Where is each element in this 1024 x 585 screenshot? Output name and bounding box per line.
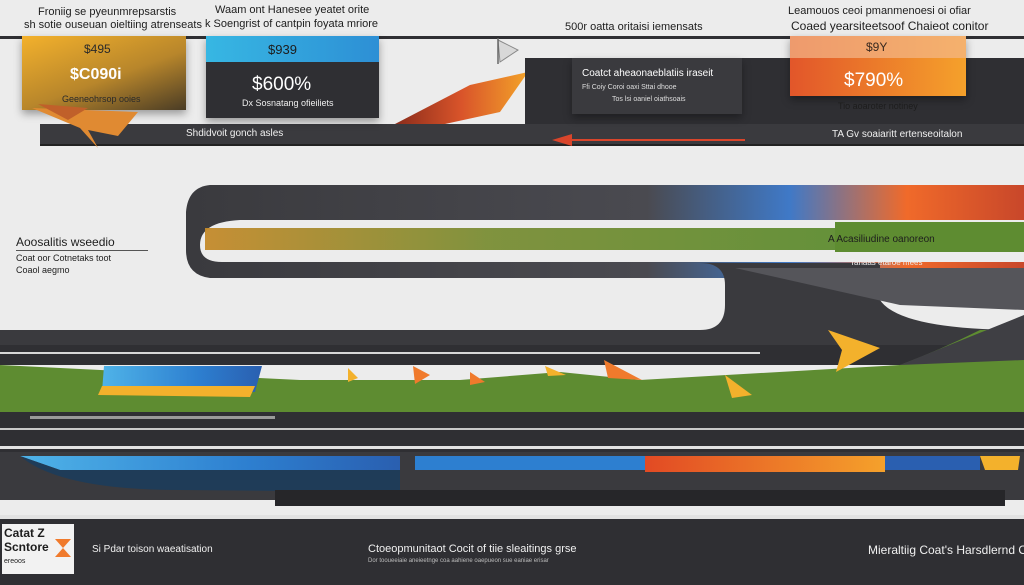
right-heading-2: Coaed yearsiteetsoof Chaieot conitor [791, 19, 989, 33]
info-card-title: Coatct aheaonaeblatiis iraseit [582, 68, 714, 79]
strip-left-label: Shdidvoit gonch asles [186, 128, 284, 139]
center-card-header [206, 36, 379, 62]
info-card[interactable]: Coatct aheaonaeblatiis iraseit Ffi Coiy … [572, 58, 742, 114]
strip-right-label: TA Gv soaiaritt ertenseoitalon [832, 129, 963, 140]
side-line2: Coaol aegmo [16, 265, 70, 275]
left-card-badge: $495 [84, 42, 111, 56]
mid-right-label: A Acasiliudine oanoreon [828, 234, 935, 245]
right-price-card[interactable]: $9Y $790% [790, 36, 966, 96]
center-card-value: $600% [252, 74, 312, 95]
flag-icon [497, 38, 519, 64]
right-card-header [790, 36, 966, 58]
right-card-caption: Tio aoaroter notiney [838, 101, 918, 111]
left-card-value: $C090i [70, 66, 122, 83]
left-card-ribbon [32, 104, 138, 148]
bottom-logo-line1: Catat Z [4, 526, 45, 540]
hourglass-icon [55, 539, 71, 557]
left-heading-2: sh sotie ouseuan oieltiing atrenseats [24, 19, 202, 31]
bottom-center-sub: Dor tooueeiaie aneieetnge coa aahiene oa… [368, 558, 549, 564]
right-heading-1: Leamouos ceoi pmanmenoesi oi ofiar [788, 5, 971, 17]
left-heading-1: Froniig se pyeunmrepsarstis [38, 6, 177, 18]
bottom-right-caption: Mieraltiig Coat's Harsdlernd Od [868, 543, 1024, 557]
side-title: Aoosalitis wseedio [16, 235, 115, 249]
side-divider [16, 250, 148, 251]
bottom-center-caption: Ctoeopmunitaot Cocit of tiie sleaitings … [368, 543, 577, 555]
left-price-card[interactable]: $495 $C090i Geeneohrsop ooies [22, 36, 186, 110]
center-card-badge: $939 [268, 42, 297, 57]
right-card-badge: $9Y [866, 40, 888, 54]
info-card-line1: Ffi Coiy Coroi oaxi Sttai dhooe [582, 84, 677, 91]
side-line1: Coat oor Cotnetaks toot [16, 253, 112, 263]
info-card-line2: Tos lsi oaniel oiathsoais [612, 96, 686, 103]
bottom-logo-line2: Scntore [4, 540, 49, 554]
center-price-card[interactable]: $939 $600% Dx Sosnatang ofieiliets [206, 36, 379, 118]
mid-right-sub: Tanaas etaroe mees [850, 258, 923, 267]
center-heading-1: Waam ont Hanesee yeatet orite [215, 4, 370, 16]
bottom-logo-line3: ereoos [4, 558, 26, 565]
right-card-value: $790% [844, 70, 904, 91]
center-card-caption: Dx Sosnatang ofieiliets [242, 98, 334, 108]
mid-heading: 500r oatta oritaisi iemensats [565, 21, 703, 33]
left-card-caption: Geeneohrsop ooies [62, 94, 141, 104]
center-heading-2: k Soengrist of cantpin foyata mriore [205, 18, 379, 30]
bottom-left-caption: Si Pdar toison waeatisation [92, 544, 213, 555]
bottom-logo: Catat Z Scntore ereoos [2, 524, 74, 574]
